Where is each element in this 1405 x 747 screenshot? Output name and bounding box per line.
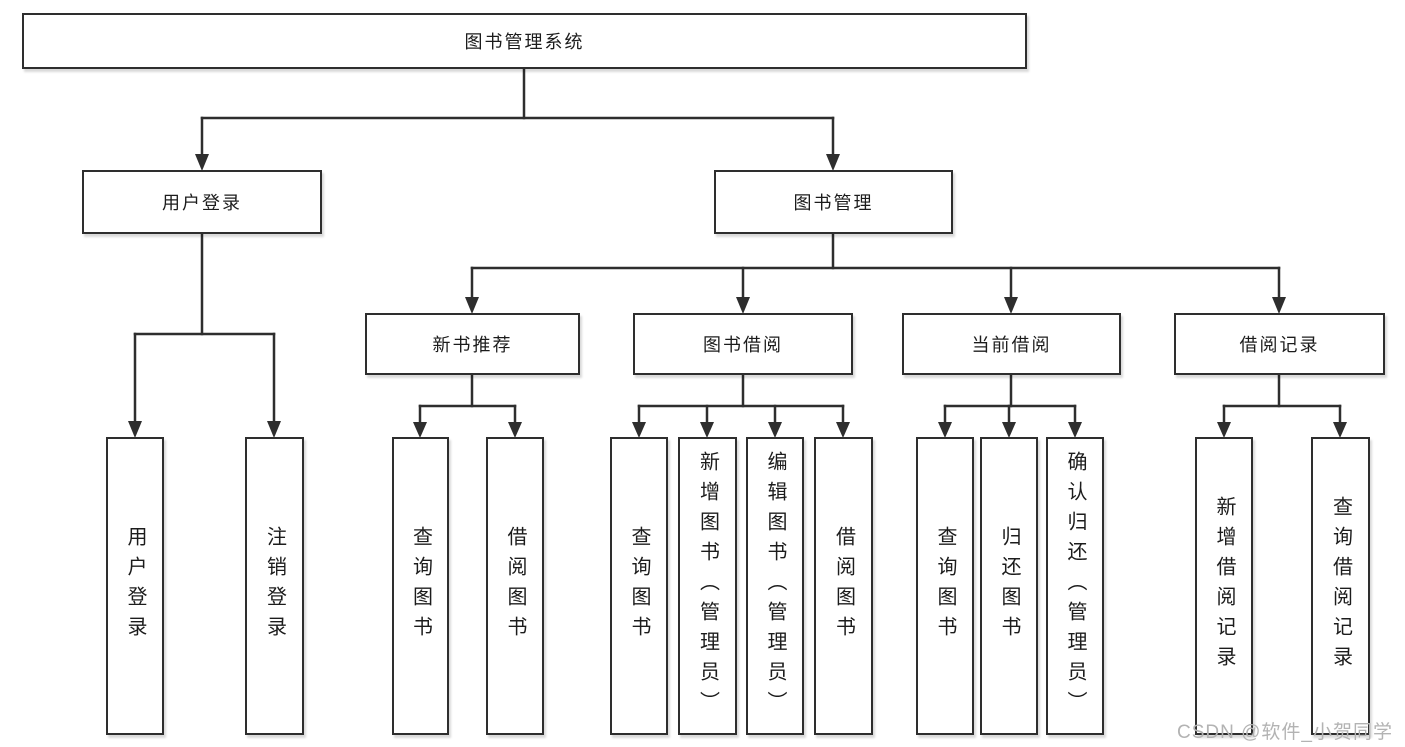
connector-current-borrow-to-leaves: [938, 373, 1082, 438]
leaf-bb-borrow-book: 借阅图书: [814, 437, 873, 735]
leaf-br-query-record: 查询借阅记录: [1311, 437, 1370, 735]
node-borrow-record-label: 借阅记录: [1239, 335, 1320, 355]
leaf-bb-add-book: 新增图书（管理员）: [678, 437, 737, 735]
leaf-cb-return-book: 归还图书: [980, 437, 1038, 735]
leaf-rec-query-book: 查询图书: [392, 437, 449, 735]
leaf-user-login-label: 用户登录: [124, 526, 146, 646]
leaf-bb-borrow-book-label: 借阅图书: [832, 526, 855, 646]
leaf-rec-borrow-book: 借阅图书: [486, 437, 544, 735]
node-borrow-record: 借阅记录: [1174, 313, 1385, 375]
node-current-borrow: 当前借阅: [902, 313, 1121, 375]
connector-book-borrow-to-leaves: [632, 373, 850, 438]
leaf-bb-edit-book-label: 编辑图书（管理员）: [764, 451, 786, 721]
leaf-bb-edit-book: 编辑图书（管理员）: [746, 437, 804, 735]
leaf-br-add-record-label: 新增借阅记录: [1213, 496, 1235, 676]
node-book-borrow: 图书借阅: [633, 313, 853, 375]
leaf-bb-add-book-label: 新增图书（管理员）: [696, 451, 719, 721]
leaf-rec-borrow-book-label: 借阅图书: [504, 526, 526, 646]
leaf-user-login: 用户登录: [106, 437, 164, 735]
leaf-logout-label: 注销登录: [263, 526, 286, 646]
node-root: 图书管理系统: [22, 13, 1027, 69]
leaf-cb-confirm-return: 确认归还（管理员）: [1046, 437, 1104, 735]
connector-new-book-rec-to-leaves: [413, 373, 522, 438]
leaf-br-add-record: 新增借阅记录: [1195, 437, 1253, 735]
node-book-borrow-label: 图书借阅: [703, 335, 783, 355]
node-new-book-rec: 新书推荐: [365, 313, 580, 375]
node-book-mgmt-label: 图书管理: [793, 193, 874, 213]
leaf-bb-query-book-label: 查询图书: [628, 526, 650, 646]
connector-root-to-level2: [195, 67, 840, 171]
leaf-logout: 注销登录: [245, 437, 304, 735]
leaf-cb-confirm-return-label: 确认归还（管理员）: [1064, 451, 1086, 721]
connector-book-mgmt-to-level3: [465, 232, 1286, 314]
leaf-cb-return-book-label: 归还图书: [998, 526, 1020, 646]
node-book-mgmt: 图书管理: [714, 170, 953, 234]
leaf-br-query-record-label: 查询借阅记录: [1329, 496, 1352, 676]
connector-borrow-record-to-leaves: [1217, 373, 1347, 438]
node-user-login-label: 用户登录: [162, 193, 242, 213]
node-new-book-rec-label: 新书推荐: [432, 335, 513, 355]
node-current-borrow-label: 当前借阅: [971, 335, 1052, 355]
connector-user-login-to-leaves: [128, 232, 281, 438]
leaf-rec-query-book-label: 查询图书: [409, 526, 432, 646]
node-user-login: 用户登录: [82, 170, 322, 234]
leaf-cb-query-book: 查询图书: [916, 437, 974, 735]
leaf-cb-query-book-label: 查询图书: [934, 526, 956, 646]
watermark: CSDN @软件_小贺同学: [1177, 722, 1393, 743]
node-root-label: 图书管理系统: [464, 32, 585, 52]
leaf-bb-query-book: 查询图书: [610, 437, 668, 735]
